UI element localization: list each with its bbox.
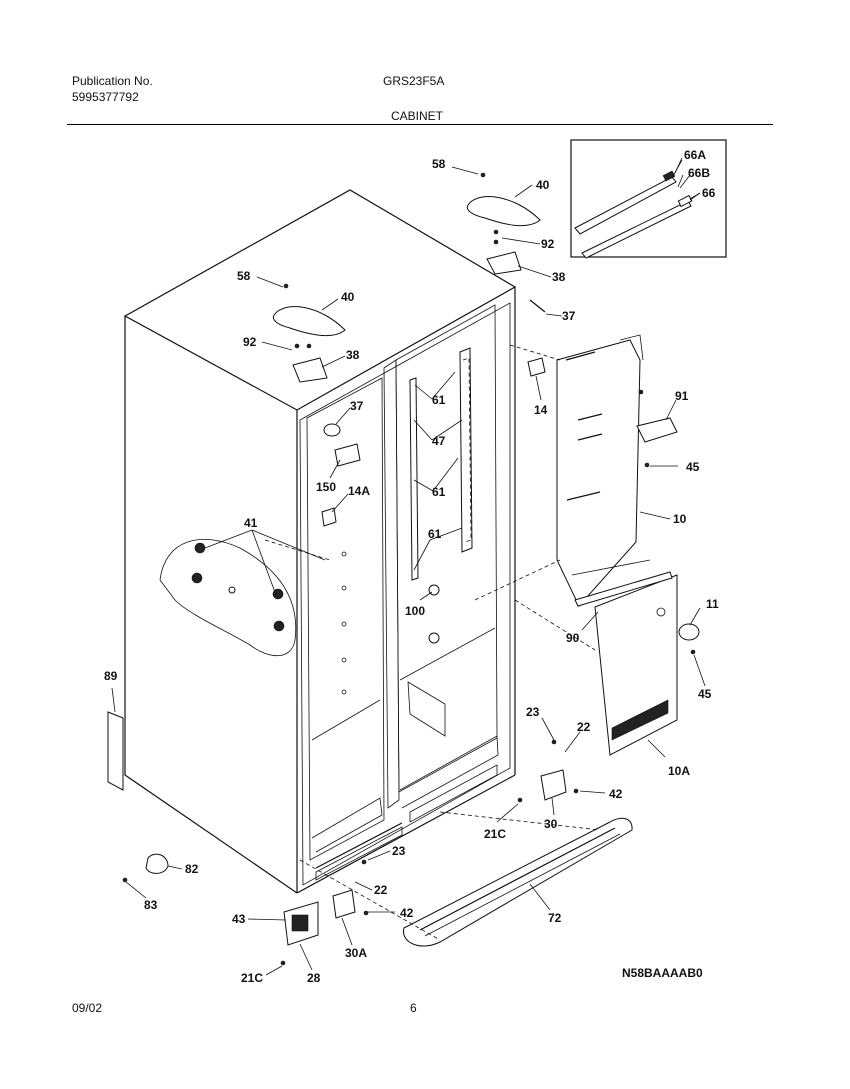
callout-30: 30	[544, 817, 558, 831]
cabinet-body	[123, 189, 517, 894]
callout-23: 23	[526, 705, 540, 719]
hinge-assembly-top	[466, 196, 546, 313]
hinge-assembly-left	[272, 306, 346, 383]
part-14a	[321, 507, 337, 527]
roller-assembly-28	[283, 901, 319, 946]
callout-40: 40	[536, 178, 550, 192]
callout-22: 22	[577, 720, 591, 734]
callout-100: 100	[405, 604, 425, 618]
callout-37: 37	[562, 309, 576, 323]
callout-89: 89	[104, 669, 118, 683]
callout-38: 38	[346, 348, 360, 362]
callout-66a: 66A	[684, 148, 706, 162]
callout-21c: 21C	[484, 827, 506, 841]
bracket-30	[540, 769, 567, 801]
callout-66b: 66B	[688, 166, 710, 180]
callout-labels: 58 40 92 38 37 58 40 92 38 37 14 91 61 4…	[104, 148, 719, 985]
callout-72: 72	[548, 911, 562, 925]
callout-10: 10	[673, 512, 687, 526]
callout-23: 23	[392, 844, 406, 858]
callout-28: 28	[307, 971, 321, 985]
callout-21c: 21C	[241, 971, 263, 985]
callout-90: 90	[566, 631, 580, 645]
model-number: GRS23F5A	[383, 74, 445, 88]
bracket-30a	[332, 889, 356, 919]
callout-83: 83	[144, 898, 158, 912]
header-rule	[67, 124, 773, 125]
callout-66: 66	[702, 186, 716, 200]
part-14	[527, 357, 546, 377]
grille-72	[403, 817, 633, 947]
section-title: CABINET	[391, 109, 444, 123]
callout-92: 92	[243, 335, 257, 349]
alignment-lines	[264, 344, 601, 941]
callout-45: 45	[698, 687, 712, 701]
callout-58: 58	[237, 269, 251, 283]
callout-38: 38	[552, 270, 566, 284]
part-100	[428, 584, 440, 644]
callout-11: 11	[706, 597, 719, 611]
cover-panel-10a	[574, 571, 700, 756]
callout-45: 45	[686, 460, 700, 474]
leader-lines	[111, 157, 706, 976]
callout-43: 43	[232, 912, 246, 926]
callout-150: 150	[316, 480, 336, 494]
callout-92: 92	[541, 237, 555, 251]
callout-14: 14	[534, 403, 548, 417]
bracket-91	[636, 417, 678, 443]
callout-61: 61	[432, 485, 446, 499]
part-150	[334, 443, 361, 467]
callout-42: 42	[400, 906, 414, 920]
callout-10a: 10A	[668, 764, 690, 778]
screws	[122, 172, 696, 966]
callout-61: 61	[428, 527, 442, 541]
publication-number: 5995377792	[72, 90, 139, 104]
part-37-left	[323, 423, 341, 437]
callout-30a: 30A	[345, 946, 367, 960]
wire-harness-41	[159, 539, 297, 657]
callout-14a: 14A	[348, 484, 370, 498]
callout-91: 91	[675, 389, 689, 403]
callout-82: 82	[185, 862, 199, 876]
callout-37: 37	[350, 399, 364, 413]
diagram-code: N58BAAAAB0	[622, 966, 703, 980]
cover-panel-10	[556, 334, 651, 607]
callout-58: 58	[432, 157, 446, 171]
callout-22: 22	[374, 883, 388, 897]
page-number: 6	[410, 1001, 417, 1015]
callout-41: 41	[244, 516, 258, 530]
callout-42: 42	[609, 787, 623, 801]
inset-box	[570, 139, 727, 259]
footer-date: 09/02	[72, 1001, 103, 1015]
callout-47: 47	[432, 434, 446, 448]
callout-61: 61	[432, 393, 446, 407]
leveling-leg-82	[145, 853, 169, 874]
callout-40: 40	[341, 290, 355, 304]
publication-label: Publication No.	[72, 74, 153, 88]
side-bracket-89	[107, 711, 124, 791]
